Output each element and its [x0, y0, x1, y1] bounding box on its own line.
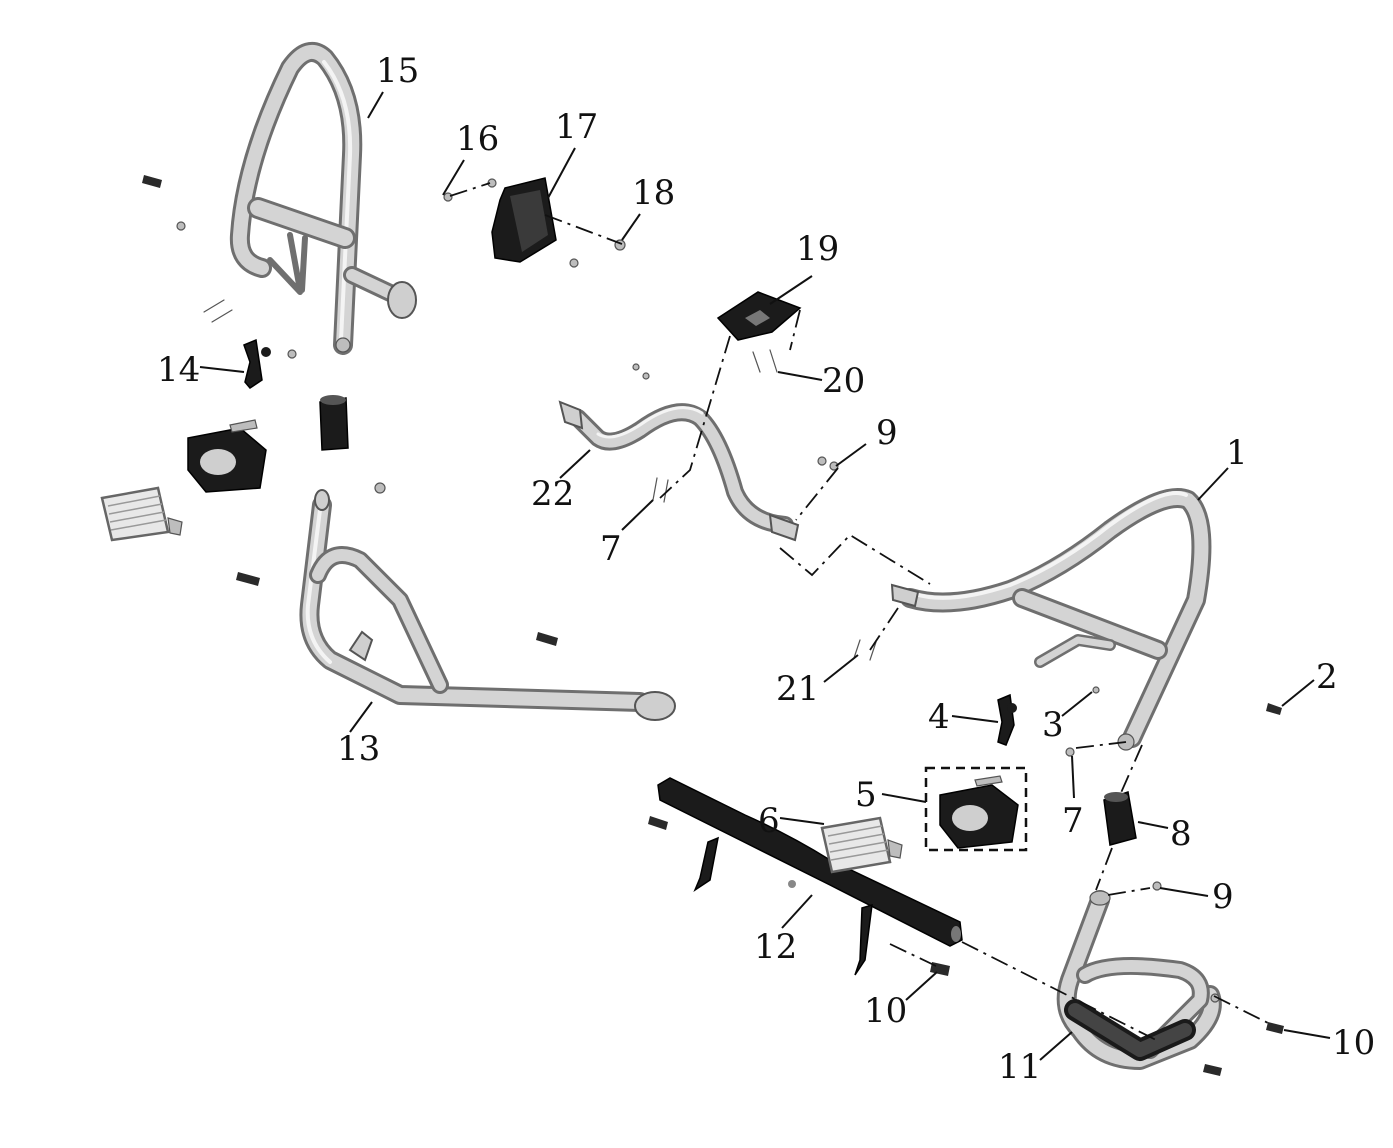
callout-21: 21 — [776, 669, 819, 709]
part-15-upper-left-crash-bar — [229, 41, 417, 355]
part-19-bracket — [716, 275, 813, 341]
callout-9a: 9 — [876, 413, 898, 453]
callout-16: 16 — [456, 119, 499, 159]
callout-12: 12 — [754, 927, 797, 967]
part-1-right-crash-bar — [890, 467, 1229, 751]
part-4-lamp-bracket — [951, 693, 1017, 746]
callout-14: 14 — [157, 350, 200, 390]
part-6-lamp-guard — [779, 816, 903, 874]
lamp-guard-left — [100, 486, 183, 542]
callout-8: 8 — [1170, 814, 1192, 854]
callout-10a: 10 — [864, 991, 907, 1031]
callout-15: 15 — [376, 51, 419, 91]
callout-1: 1 — [1226, 433, 1248, 473]
callout-7b: 7 — [1062, 801, 1084, 841]
callout-20: 20 — [822, 361, 865, 401]
part-17-control-module — [491, 147, 576, 263]
callout-4: 4 — [928, 697, 950, 737]
part-8-sleeve — [1103, 791, 1169, 846]
part-13-lower-left-crash-bar — [299, 489, 676, 733]
callout-10b: 10 — [1332, 1023, 1375, 1063]
fog-lamp-left — [187, 419, 267, 493]
callout-2: 2 — [1316, 657, 1338, 697]
callout-3: 3 — [1042, 705, 1064, 745]
callout-22: 22 — [531, 474, 574, 514]
part-14-lamp-bracket — [199, 338, 271, 389]
callout-19: 19 — [796, 229, 839, 269]
callout-17: 17 — [555, 107, 598, 147]
assembly-lines — [449, 182, 1271, 1043]
callout-7a: 7 — [600, 529, 622, 569]
callout-13: 13 — [337, 729, 380, 769]
callout-labels: 1 2 3 4 5 6 7 7 8 9 9 10 10 11 12 13 14 … — [157, 51, 1375, 1087]
callout-9b: 9 — [1212, 877, 1234, 917]
callout-18: 18 — [632, 173, 675, 213]
part-12-black-bumper — [657, 777, 963, 976]
callout-6: 6 — [758, 801, 780, 841]
callout-11: 11 — [998, 1047, 1041, 1087]
part-22-upper-cross-bar — [558, 400, 800, 542]
part-5-fog-lamp — [881, 766, 1028, 852]
sleeve-left — [319, 395, 349, 451]
part-11-lower-right-crash-bar — [1039, 890, 1222, 1070]
callout-5: 5 — [855, 775, 877, 815]
hardware — [142, 159, 1331, 1076]
